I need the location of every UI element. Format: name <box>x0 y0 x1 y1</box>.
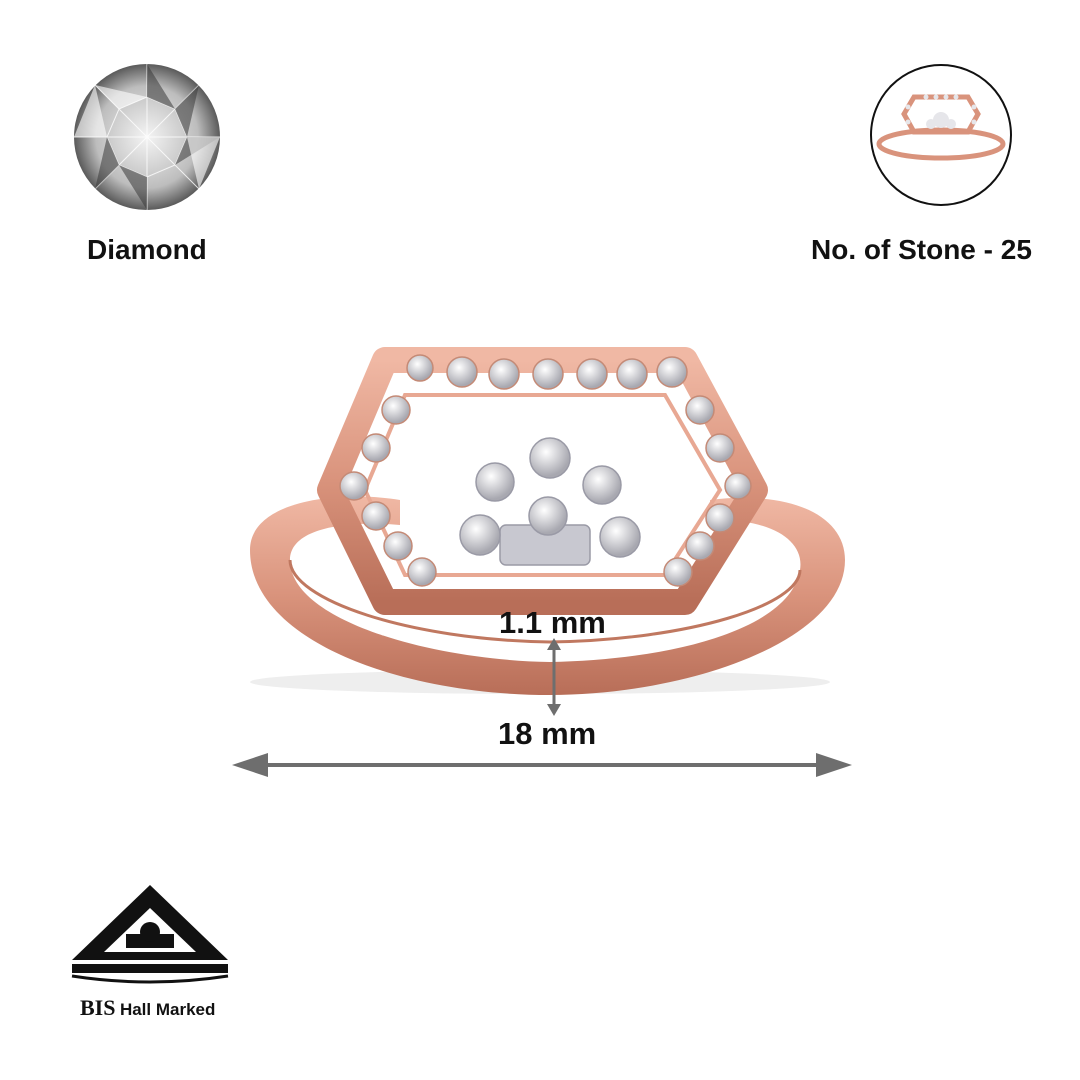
bis-text: BIS <box>80 995 116 1020</box>
diamond-icon <box>72 62 222 212</box>
thickness-label: 1.1 mm <box>499 605 606 640</box>
stone-type-label: Diamond <box>87 234 207 265</box>
bis-label: BIS Hall Marked <box>80 995 215 1021</box>
ring-image <box>230 340 850 700</box>
ring-thumbnail <box>866 62 1016 212</box>
thickness-arrow <box>542 638 566 716</box>
stone-count-label: No. of Stone - 25 <box>811 234 1032 265</box>
width-label: 18 mm <box>498 716 597 751</box>
width-arrow <box>232 750 852 780</box>
hallmark-text: Hall Marked <box>119 1000 216 1019</box>
bis-hallmark-logo <box>68 882 233 992</box>
